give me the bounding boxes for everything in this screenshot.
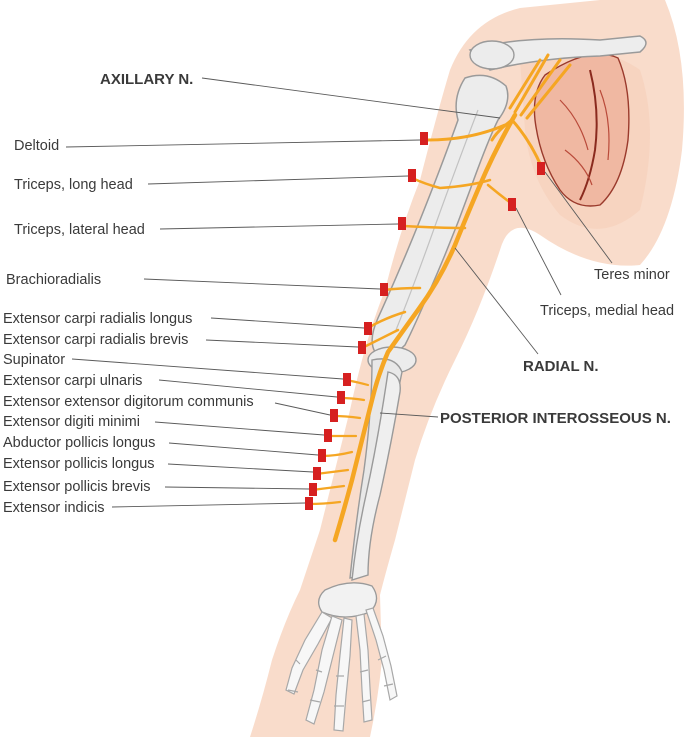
label-ec-ulnaris: Extensor carpi ulnaris xyxy=(3,373,142,389)
scapula-ridge xyxy=(579,69,598,201)
marker-indicis xyxy=(305,497,313,510)
leader-ecu xyxy=(158,379,338,398)
bones xyxy=(318,74,509,618)
leader-epl xyxy=(167,463,314,473)
radius xyxy=(351,371,401,581)
scapula-region xyxy=(468,35,647,207)
leader-epb xyxy=(164,486,310,490)
leader-posterior-interosseous xyxy=(379,412,439,418)
leader-lines xyxy=(65,77,613,508)
label-posterior-interosseous: POSTERIOR INTEROSSEOUS N. xyxy=(440,410,671,427)
marker-deltoid xyxy=(420,132,428,145)
label-ed-communis: Extensor extensor digitorum communis xyxy=(3,394,254,410)
label-teres-minor: Teres minor xyxy=(594,267,670,283)
label-radial: RADIAL N. xyxy=(523,358,599,375)
leader-indicis xyxy=(111,502,306,508)
phalanx-detail xyxy=(287,655,394,707)
metacarpal-thumb xyxy=(285,611,333,695)
metacarpal-index xyxy=(305,615,343,725)
label-deltoid: Deltoid xyxy=(14,138,59,154)
marker-ecrl xyxy=(364,322,372,335)
hand-bones xyxy=(285,607,398,732)
label-ed-minimi: Extensor digiti minimi xyxy=(3,414,140,430)
leader-ecrl xyxy=(210,317,365,329)
label-epl: Extensor pollicis longus xyxy=(3,456,155,472)
labels: AXILLARY N. RADIAL N. POSTERIOR INTEROSS… xyxy=(3,71,674,516)
leader-ecrb xyxy=(205,339,359,348)
leader-edc xyxy=(274,402,331,416)
label-triceps-medial: Triceps, medial head xyxy=(540,303,674,319)
leader-triceps-lateral xyxy=(159,223,399,230)
leader-deltoid xyxy=(65,139,421,148)
label-ecr-brevis: Extensor carpi radialis brevis xyxy=(3,332,188,348)
nerves xyxy=(306,53,572,543)
marker-teres-minor xyxy=(537,162,545,175)
leader-triceps-long xyxy=(147,175,409,185)
clavicle xyxy=(468,35,647,71)
leader-supinator xyxy=(71,358,344,380)
branch-forearm xyxy=(306,378,370,506)
marker-supinator xyxy=(343,373,351,386)
metacarpal-little xyxy=(365,607,398,701)
label-apl: Abductor pollicis longus xyxy=(3,435,155,451)
leader-teres-minor xyxy=(544,171,613,264)
marker-triceps-lateral xyxy=(398,217,406,230)
scapula-fibers xyxy=(559,89,610,186)
metacarpal-ring xyxy=(355,613,373,723)
humerus-shaft-line xyxy=(395,109,479,331)
marker-triceps-medial xyxy=(508,198,516,211)
metacarpal-middle xyxy=(333,617,353,732)
label-supinator: Supinator xyxy=(3,352,65,368)
radial-nerve-path xyxy=(332,112,518,543)
label-triceps-long: Triceps, long head xyxy=(14,177,133,193)
label-axillary: AXILLARY N. xyxy=(100,71,193,88)
marker-apl xyxy=(318,449,326,462)
marker-brachioradialis xyxy=(380,283,388,296)
label-epb: Extensor pollicis brevis xyxy=(3,479,150,495)
marker-epl xyxy=(313,467,321,480)
leader-axillary xyxy=(201,77,501,119)
marker-ecu xyxy=(337,391,345,404)
marker-triceps-long xyxy=(408,169,416,182)
marker-epb xyxy=(309,483,317,496)
acromion xyxy=(469,40,515,70)
stimulation-markers xyxy=(305,132,545,510)
label-ext-indicis: Extensor indicis xyxy=(3,500,105,516)
label-ecr-longus: Extensor carpi radialis longus xyxy=(3,311,192,327)
marker-ecrb xyxy=(358,341,366,354)
leader-apl xyxy=(168,442,319,456)
label-triceps-lateral: Triceps, lateral head xyxy=(14,222,145,238)
leader-edm xyxy=(154,421,325,436)
branch-triceps-lateral xyxy=(402,224,467,230)
branch-triceps-long xyxy=(410,176,492,190)
marker-edc xyxy=(330,409,338,422)
humerus xyxy=(371,74,509,356)
marker-edm xyxy=(324,429,332,442)
leader-radial xyxy=(454,247,539,355)
label-brachioradialis: Brachioradialis xyxy=(6,272,101,288)
plexus-cords xyxy=(508,53,572,120)
leader-brachioradialis xyxy=(143,278,381,290)
scapula-muscle xyxy=(533,53,630,207)
leader-triceps-medial xyxy=(515,207,562,296)
